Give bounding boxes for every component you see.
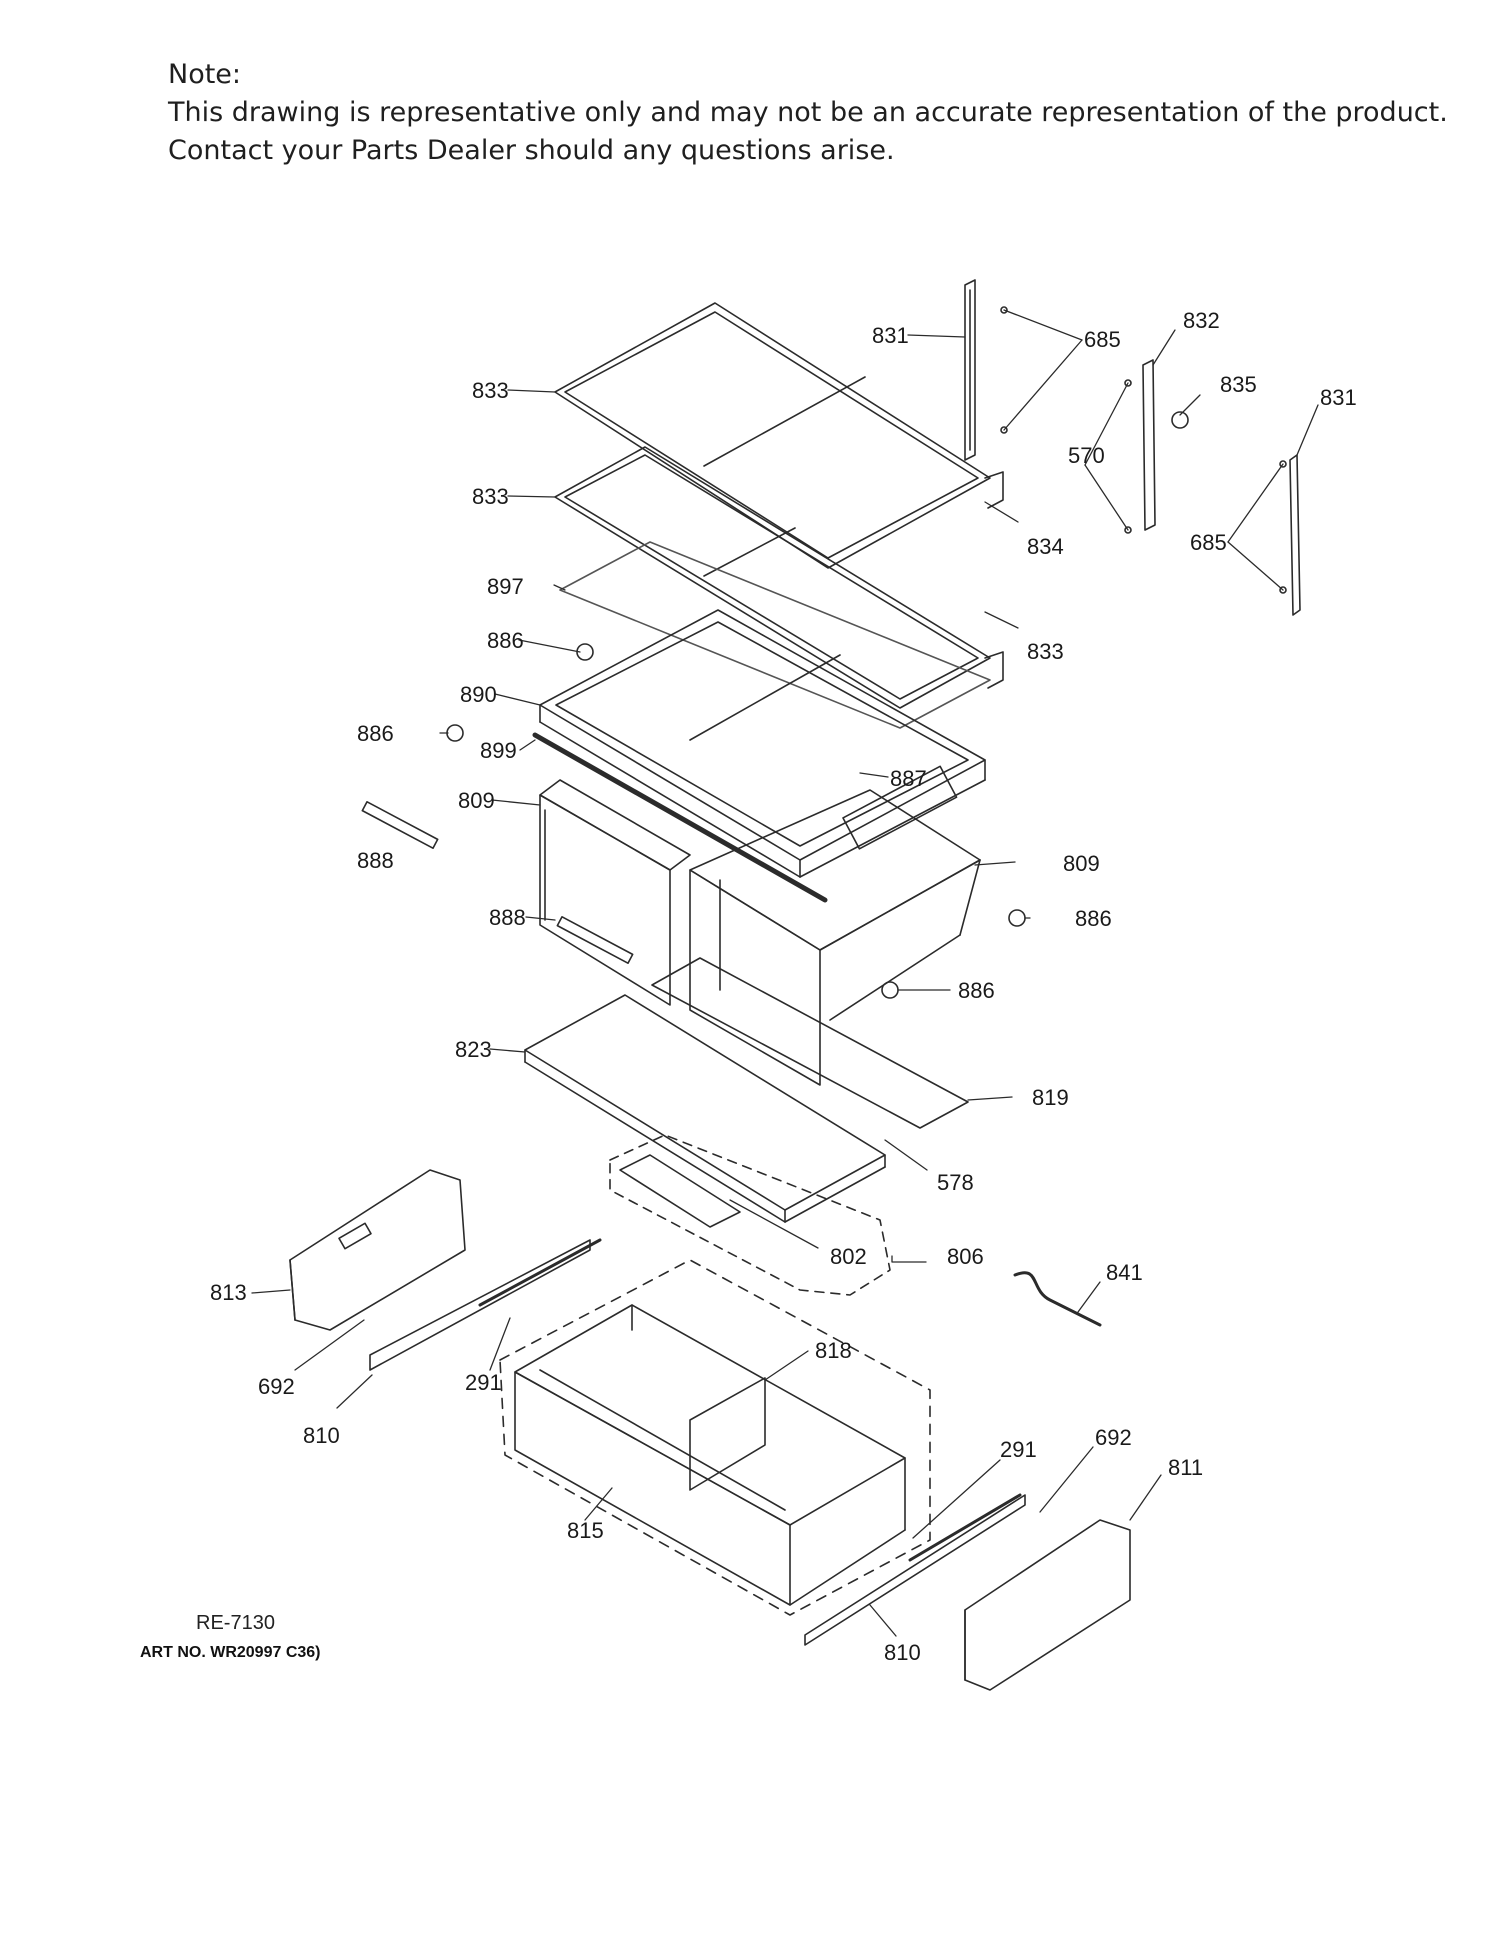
callout-809-right: 809 — [1063, 851, 1100, 876]
vertical-support-831-left — [964, 279, 976, 461]
callout-886-lower: 886 — [958, 978, 995, 1003]
knob-886-b — [446, 724, 464, 742]
drawer-slide-bar-left — [361, 801, 439, 849]
callout-811: 811 — [1168, 1455, 1203, 1480]
callout-809-left: 809 — [458, 788, 495, 813]
callout-888-center: 888 — [489, 905, 526, 930]
right-slide-rail-291 — [908, 1493, 1022, 1562]
callout-835: 835 — [1220, 372, 1257, 397]
callout-841: 841 — [1106, 1260, 1143, 1285]
callout-291-left: 291 — [465, 1370, 502, 1395]
shelf-frame-upper — [554, 302, 991, 569]
left-slide-rail-291 — [478, 1238, 602, 1307]
reference-number: RE-7130 — [196, 1612, 275, 1634]
callout-833-middle: 833 — [472, 484, 509, 509]
disclaimer-note: Note: This drawing is representative onl… — [168, 56, 1448, 170]
callout-570: 570 — [1068, 443, 1105, 468]
control-module-enclosure — [609, 1134, 891, 1296]
callout-692-right: 692 — [1095, 1425, 1132, 1450]
clip-835 — [1171, 411, 1189, 429]
callout-815: 815 — [567, 1518, 604, 1543]
callout-578: 578 — [937, 1170, 974, 1195]
callout-810-left: 810 — [303, 1423, 340, 1448]
screw-570-b — [1124, 526, 1132, 534]
callout-890: 890 — [460, 682, 497, 707]
screw-685-d — [1279, 586, 1287, 594]
callout-833-top: 833 — [472, 378, 509, 403]
vertical-support-831-right — [1289, 454, 1301, 616]
callout-685-lower: 685 — [1190, 530, 1227, 555]
screw-685-b — [1000, 426, 1008, 434]
shelf-rear-glass — [651, 957, 969, 1129]
knob-886-c — [1008, 909, 1026, 927]
callout-886-right: 886 — [1075, 906, 1112, 931]
crisper-cover-frame — [539, 609, 986, 878]
note-line-1: This drawing is representative only and … — [168, 97, 1448, 128]
callout-685-upper: 685 — [1084, 327, 1121, 352]
screw-685-c — [1279, 460, 1287, 468]
callout-834: 834 — [1027, 534, 1064, 559]
right-rail-bracket — [964, 1519, 1131, 1691]
callout-831-left: 831 — [872, 323, 909, 348]
callout-886-upper: 886 — [487, 628, 524, 653]
callout-832: 832 — [1183, 308, 1220, 333]
callout-831-right: 831 — [1320, 385, 1357, 410]
callout-887: 887 — [890, 766, 927, 791]
callout-886-left: 886 — [357, 721, 394, 746]
screw-570-a — [1124, 379, 1132, 387]
knob-886-d — [881, 981, 899, 999]
note-line-2: Contact your Parts Dealer should any que… — [168, 135, 895, 166]
freezer-drawer-enclosure — [499, 1259, 931, 1616]
leader-lines — [251, 309, 1319, 1637]
cover-support-rod — [532, 732, 828, 903]
right-drawer-slide-810 — [804, 1494, 1026, 1646]
callout-897: 897 — [487, 574, 524, 599]
callout-813: 813 — [210, 1280, 247, 1305]
left-rail-bracket — [289, 1169, 466, 1331]
callout-692-left: 692 — [258, 1374, 295, 1399]
drawer-divider — [689, 1377, 766, 1491]
callout-833-right: 833 — [1027, 639, 1064, 664]
crisper-drawer-left — [539, 779, 691, 1006]
callout-291-right: 291 — [1000, 1437, 1037, 1462]
left-drawer-slide-810 — [369, 1239, 591, 1371]
callout-806: 806 — [947, 1244, 984, 1269]
glass-shelf-panel — [559, 541, 991, 729]
callout-818: 818 — [815, 1338, 852, 1363]
note-heading: Note: — [168, 59, 242, 90]
screw-685-a — [1000, 306, 1008, 314]
callout-810-right: 810 — [884, 1640, 921, 1665]
control-module — [619, 1154, 741, 1228]
freezer-drawer — [514, 1304, 906, 1606]
shelf-frame-middle — [554, 446, 1004, 709]
lower-flat-shelf — [524, 994, 886, 1223]
art-number: ART NO. WR20997 C36) — [140, 1644, 321, 1661]
callout-802: 802 — [830, 1244, 867, 1269]
callout-888-left: 888 — [357, 848, 394, 873]
crisper-drawer-right — [689, 789, 981, 1086]
callout-819: 819 — [1032, 1085, 1069, 1110]
vertical-support-832 — [1142, 359, 1156, 531]
callout-899: 899 — [480, 738, 517, 763]
drawer-slide-bar-right — [556, 916, 634, 964]
wire-harness — [1013, 1271, 1102, 1327]
callout-823: 823 — [455, 1037, 492, 1062]
